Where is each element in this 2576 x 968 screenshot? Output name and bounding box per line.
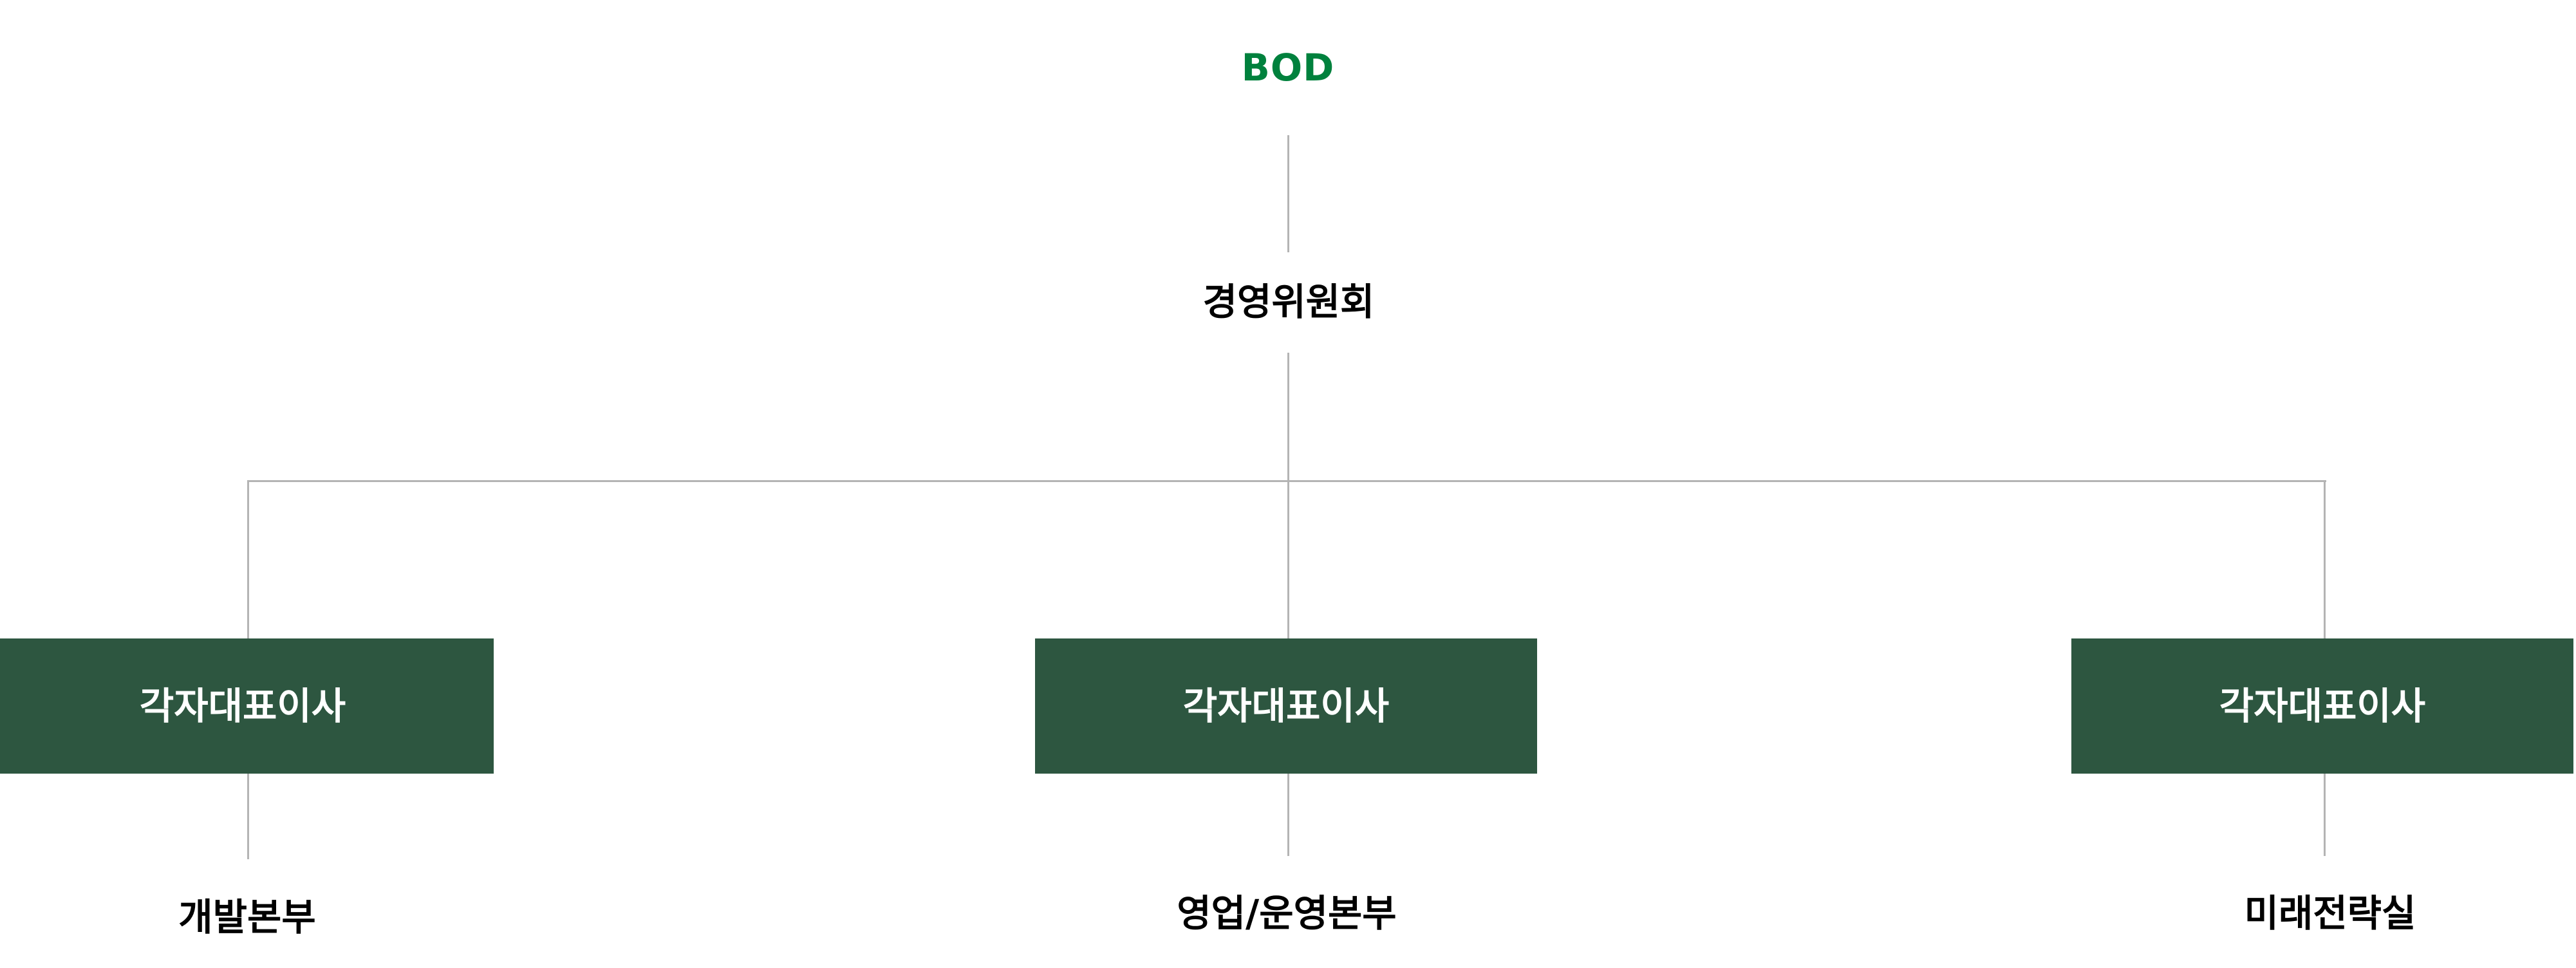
management-committee-node: 경영위원회 [1202,280,1375,324]
division-sales-operations: 영업/운영본부 [1177,891,1397,935]
connector-bod-committee [1287,135,1289,252]
ceo-box-right: 각자대표이사 [2071,638,2573,774]
ceo-label: 각자대표이사 [1182,684,1390,728]
connector-horizontal-bus [247,480,2326,482]
ceo-label: 각자대표이사 [2219,684,2426,728]
connector-drop-left [247,480,249,638]
connector-drop-right [2324,480,2326,638]
bod-node: BOD [1241,46,1335,89]
ceo-box-left: 각자대표이사 [0,638,494,774]
ceo-label: 각자대표이사 [139,684,346,728]
division-development: 개발본부 [178,895,316,939]
division-future-strategy: 미래전략실 [2244,891,2416,935]
connector-committee-trunk [1287,353,1289,638]
connector-ceo-division-right [2324,774,2326,856]
connector-ceo-division-center [1287,774,1289,856]
connector-ceo-division-left [247,774,249,859]
ceo-box-center: 각자대표이사 [1035,638,1537,774]
